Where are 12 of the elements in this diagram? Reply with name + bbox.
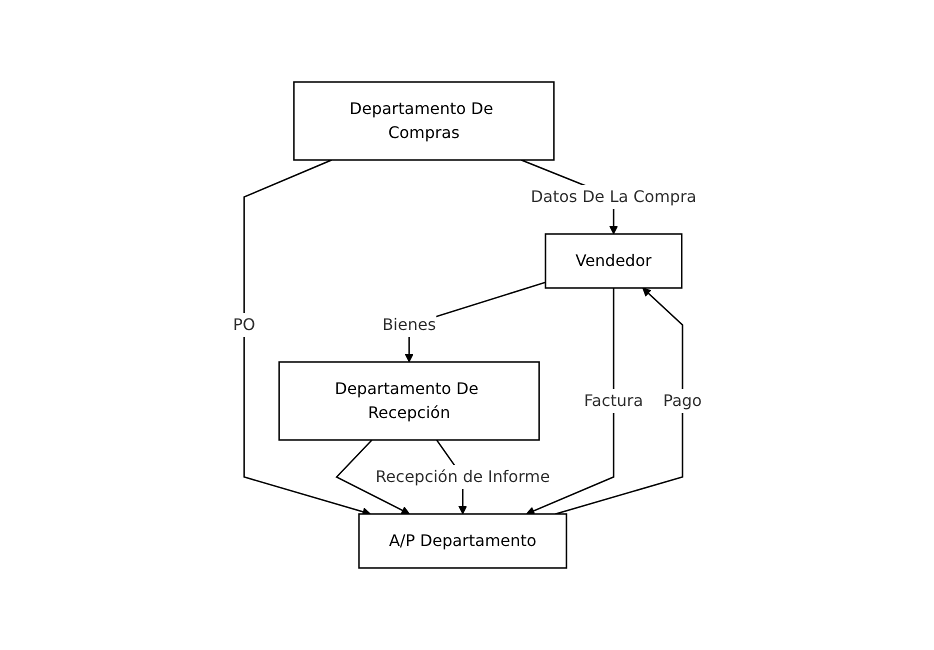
edge-label: Recepción de Informe	[375, 466, 550, 486]
node-box: Vendedor	[544, 233, 682, 289]
node-box: Departamento De Compras	[292, 81, 554, 161]
edge-label: PO	[232, 314, 255, 334]
node-box: Departamento De Recepción	[278, 361, 540, 441]
arrow	[334, 439, 410, 514]
edge-label: Bienes	[382, 314, 436, 334]
edge-label: Pago	[662, 390, 702, 410]
edge-label: Factura	[584, 390, 643, 410]
node-box: A/P Departamento	[358, 513, 567, 569]
arrow	[526, 288, 614, 515]
edge-label: Datos De La Compra	[530, 186, 696, 206]
